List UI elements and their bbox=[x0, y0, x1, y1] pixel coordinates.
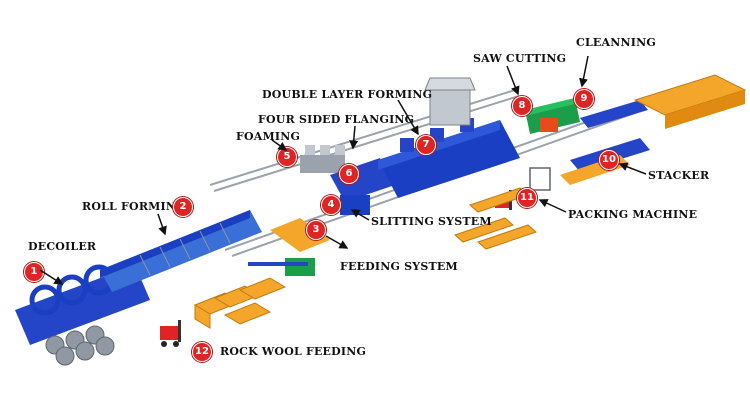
station-badge-4: 4 bbox=[321, 195, 341, 215]
station-label-foaming: FOAMING bbox=[236, 130, 301, 143]
station-badge-1: 1 bbox=[24, 262, 44, 282]
station-label-rock-wool-feeding: ROCK WOOL FEEDING bbox=[220, 345, 367, 358]
station-badge-9: 9 bbox=[574, 89, 594, 109]
station-label-double-layer-forming: DOUBLE LAYER FORMING bbox=[262, 88, 433, 101]
roll-forming-machine bbox=[100, 210, 262, 292]
station-label-roll-forming: ROLL FORMING bbox=[82, 200, 186, 213]
station-badge-7: 7 bbox=[416, 135, 436, 155]
station-badge-2: 2 bbox=[173, 197, 193, 217]
cleaning-conveyor bbox=[580, 100, 648, 128]
station-badge-10: 10 bbox=[599, 150, 619, 170]
station-label-slitting-system: SLITTING SYSTEM bbox=[371, 215, 492, 228]
station-badge-3: 3 bbox=[306, 220, 326, 240]
station-label-decoiler: DECOILER bbox=[28, 240, 97, 253]
stacker-machine bbox=[529, 138, 650, 191]
station-label-cleanning: CLEANNING bbox=[576, 36, 656, 49]
forklift-icon bbox=[160, 320, 181, 347]
station-badge-5: 5 bbox=[277, 147, 297, 167]
station-label-packing-machine: PACKING MACHINE bbox=[568, 208, 698, 221]
finished-panel-stack bbox=[633, 74, 747, 129]
double-layer-forming-machine bbox=[378, 77, 520, 198]
rock-wool-blocks bbox=[193, 277, 287, 329]
foaming-machine bbox=[300, 145, 345, 173]
station-badge-6: 6 bbox=[339, 164, 359, 184]
saw-cutting-cabin bbox=[525, 98, 580, 134]
station-label-stacker: STACKER bbox=[648, 169, 710, 182]
station-label-feeding-system: FEEDING SYSTEM bbox=[340, 260, 458, 273]
packed-panels bbox=[454, 187, 537, 250]
station-label-four-sided-flanging: FOUR SIDED FLANGING bbox=[258, 113, 415, 126]
feeding-system-machine bbox=[248, 218, 330, 276]
station-badge-8: 8 bbox=[512, 96, 532, 116]
station-badge-12: 12 bbox=[192, 342, 212, 362]
station-label-saw-cutting: SAW CUTTING bbox=[473, 52, 567, 65]
station-badge-11: 11 bbox=[517, 188, 537, 208]
